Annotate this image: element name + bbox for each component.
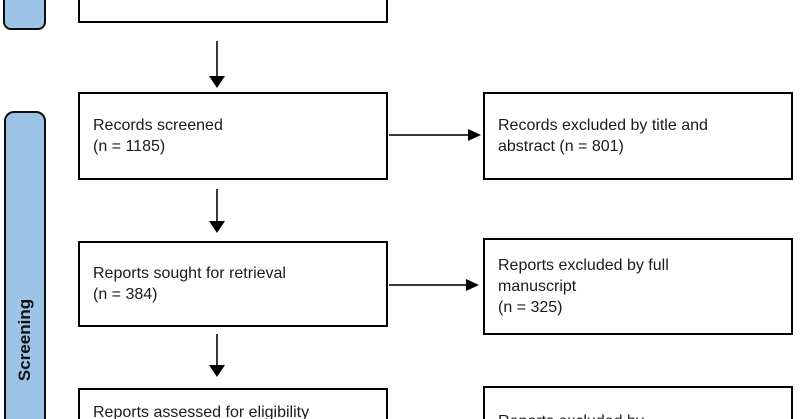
box-reports-excluded-bottom-partial: Reports excluded by	[483, 386, 793, 419]
phase-bar-top-partial	[3, 0, 46, 30]
arrowhead-right-1	[468, 129, 481, 141]
box-text-line: Reports excluded by	[498, 411, 781, 419]
arrowhead-down-1	[209, 76, 225, 88]
arrowhead-right-2	[466, 279, 479, 291]
box-records-excluded-title-abstract: Records excluded by title and abstract (…	[483, 92, 793, 180]
arrow-line-right-1	[389, 134, 469, 136]
box-records-screened: Records screened (n = 1185)	[78, 92, 388, 180]
screening-phase-label: Screening	[15, 298, 34, 382]
box-reports-assessed: Reports assessed for eligibility	[78, 388, 388, 419]
box-text-line: abstract (n = 801)	[498, 138, 624, 155]
box-text-line: (n = 325)	[498, 299, 563, 316]
box-text-line: manuscript	[498, 278, 577, 295]
arrowhead-down-2	[209, 221, 225, 233]
box-text-line: Reports assessed for eligibility	[93, 404, 310, 419]
arrow-line-down-3	[216, 334, 218, 366]
arrowhead-down-3	[209, 365, 225, 377]
box-text-line: Records excluded by title and	[498, 117, 708, 134]
box-text-line: Reports excluded by full	[498, 257, 669, 274]
arrow-line-right-2	[389, 284, 467, 286]
arrow-line-down-1	[216, 41, 218, 77]
arrow-line-down-2	[216, 189, 218, 222]
box-reports-excluded-full-manuscript: Reports excluded by full manuscript (n =…	[483, 238, 793, 335]
box-text-line: Reports sought for retrieval	[93, 265, 286, 282]
box-reports-sought: Reports sought for retrieval (n = 384)	[78, 241, 388, 327]
box-top-partial	[78, 0, 388, 23]
box-text-line: Records screened	[93, 117, 223, 134]
box-text-line: (n = 1185)	[93, 138, 166, 155]
box-text-line: (n = 384)	[93, 286, 158, 303]
phase-bar-screening: Screening	[4, 111, 46, 419]
